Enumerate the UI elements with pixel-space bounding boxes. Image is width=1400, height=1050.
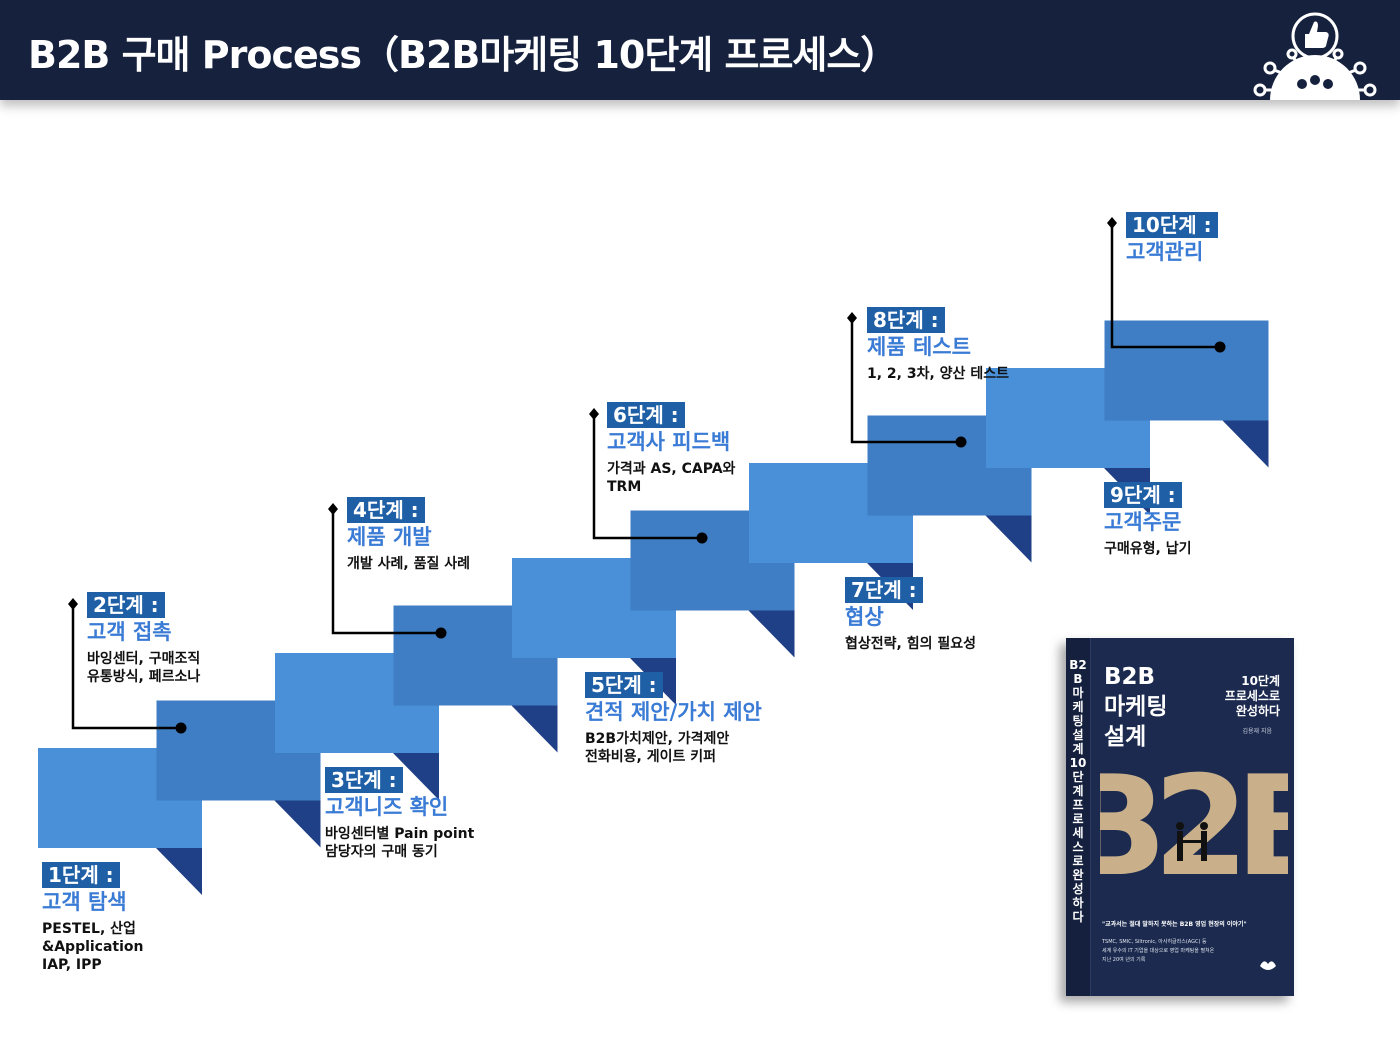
book-spine: B2B 마케팅 설계 10단계 프로세스로 완성하다	[1066, 638, 1091, 996]
step-description: 구매유형, 납기	[1104, 541, 1192, 557]
step-description: B2B가치제안, 가격제안 전화비용, 게이트 키퍼	[585, 731, 730, 765]
step-label-10: 10단계 :고객관리	[1126, 212, 1400, 266]
book-author: 김용재 지음	[1242, 728, 1272, 735]
connector-dot	[955, 436, 967, 448]
step-name: 고객주문	[1104, 510, 1182, 534]
step-shadow	[1222, 420, 1269, 468]
header-bar: B2B 구매 Process（B2B마케팅 10단계 프로세스）	[0, 0, 1400, 100]
step-badge: 8단계 :	[867, 307, 945, 333]
step-shadow	[274, 800, 321, 848]
connector-diamond	[847, 312, 857, 324]
connector-diamond	[1107, 217, 1117, 229]
step-shadow	[393, 753, 439, 800]
step-connector-line	[592, 414, 702, 540]
connector-diamond	[68, 598, 78, 610]
step-connector-line	[71, 604, 181, 730]
page-title: B2B 구매 Process（B2B마케팅 10단계 프로세스）	[28, 33, 898, 77]
book-cover: B2B 마케팅 설계 10단계 프로세스로 완성하다 B2B 마케팅 설계 10…	[1066, 638, 1294, 996]
step-description: 바잉센터별 Pain point 담당자의 구매 동기	[325, 826, 475, 860]
step-name: 고객 탐색	[42, 890, 127, 914]
step-badge: 1단계 :	[42, 862, 120, 888]
step-block	[1104, 320, 1269, 421]
step-badge: 4단계 :	[347, 497, 425, 523]
book-blurb: TSMC, SMIC, Siltronic, 아사히글라스(AGC) 등 세계 …	[1102, 939, 1215, 963]
handshake-figures-icon	[1176, 822, 1208, 861]
step-name: 고객니즈 확인	[325, 795, 449, 819]
step-badge: 2단계 :	[87, 592, 165, 618]
step-connector-line	[331, 509, 441, 635]
step-badge: 3단계 :	[325, 767, 403, 793]
connector-diamond	[589, 408, 599, 420]
connector-dot	[175, 722, 187, 734]
step-description: 협상전략, 힘의 필요성	[845, 636, 976, 652]
connector-dot	[1214, 341, 1226, 353]
connector-dot	[435, 627, 447, 639]
step-badge: 6단계 :	[607, 402, 685, 428]
step-shadow	[511, 705, 558, 753]
step-connector-line	[1110, 223, 1220, 349]
step-description: PESTEL, 산업 &Application IAP, IPP	[42, 921, 144, 973]
book-b2b-art: B2B	[1100, 756, 1288, 886]
step-name: 고객사 피드백	[607, 430, 731, 454]
step-label-1: 1단계 :고객 탐색 PESTEL, 산업 &Application IAP, I…	[42, 862, 332, 974]
publisher-logo-icon	[1260, 961, 1276, 970]
book-art-text: B2B	[1100, 756, 1288, 886]
step-label-8: 8단계 :제품 테스트 1, 2, 3차, 양산 테스트	[867, 307, 1157, 383]
connector-diamond	[328, 503, 338, 515]
step-name: 협상	[845, 605, 884, 629]
step-label-5: 5단계 :견적 제안/가치 제안 B2B가치제안, 가격제안 전화비용, 게이트 …	[585, 672, 875, 766]
step-badge: 10단계 :	[1126, 212, 1218, 238]
step-name: 견적 제안/가치 제안	[585, 700, 762, 724]
step-description: 바잉센터, 구매조직 유통방식, 페르소나	[87, 651, 201, 685]
connector-dot	[696, 532, 708, 544]
step-shadow	[748, 610, 795, 658]
thumbs-up-network-icon	[1253, 12, 1377, 100]
step-name: 제품 테스트	[867, 335, 971, 359]
step-description: 개발 사례, 품질 사례	[347, 556, 470, 572]
step-description: 1, 2, 3차, 양산 테스트	[867, 366, 1009, 382]
step-description: 가격과 AS, CAPA와 TRM	[607, 461, 736, 495]
step-badge: 7단계 :	[845, 577, 923, 603]
step-name: 제품 개발	[347, 525, 432, 549]
book-subtitle: 10단계 프로세스로 완성하다	[1224, 674, 1280, 718]
book-spine-text: B2B 마케팅 설계 10단계 프로세스로 완성하다	[1069, 658, 1087, 924]
step-connector-line	[850, 318, 961, 444]
step-badge: 5단계 :	[585, 672, 663, 698]
step-name: 고객 접촉	[87, 620, 172, 644]
book-title: B2B 마케팅 설계	[1104, 664, 1168, 750]
book-quote: "교과서는 절대 말하지 못하는 B2B 영업 현장의 이야기"	[1102, 921, 1247, 928]
step-shadow	[156, 848, 202, 895]
step-shadow	[985, 515, 1032, 563]
step-name: 고객관리	[1126, 240, 1204, 264]
step-badge: 9단계 :	[1104, 482, 1182, 508]
